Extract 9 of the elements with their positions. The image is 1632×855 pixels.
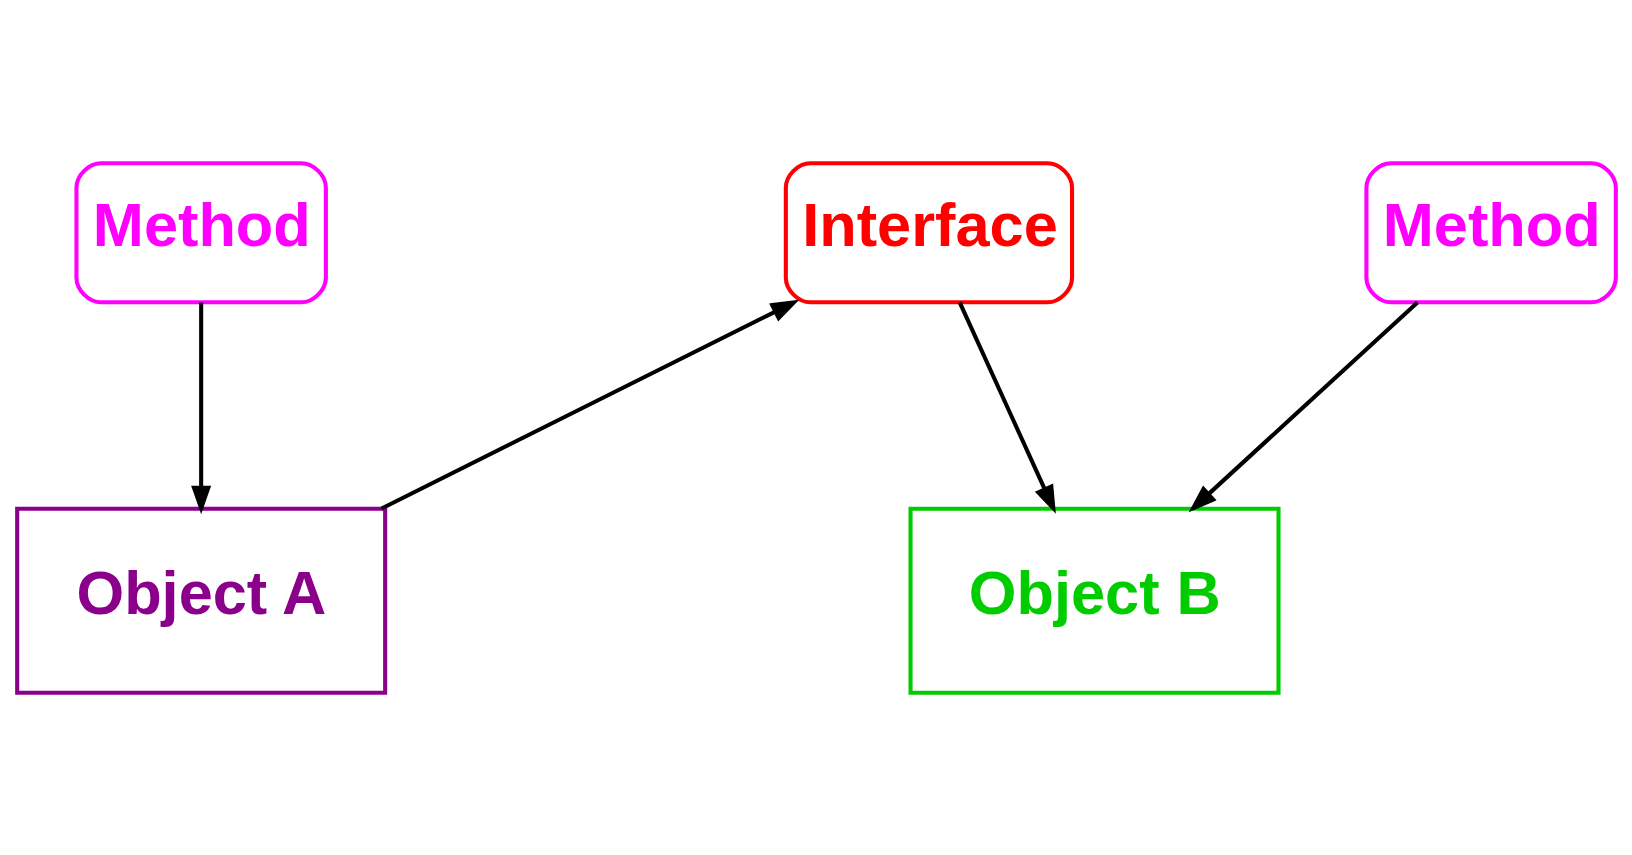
node-box: Method bbox=[73, 160, 328, 304]
arrow bbox=[1188, 300, 1419, 512]
node-box: Interface bbox=[783, 160, 1074, 304]
arrow bbox=[190, 301, 211, 514]
node-box: Method bbox=[1363, 160, 1618, 304]
arrow bbox=[380, 299, 799, 510]
node-box: Object B bbox=[908, 506, 1281, 695]
arrow bbox=[957, 301, 1056, 514]
node-box: Object A bbox=[14, 506, 387, 695]
